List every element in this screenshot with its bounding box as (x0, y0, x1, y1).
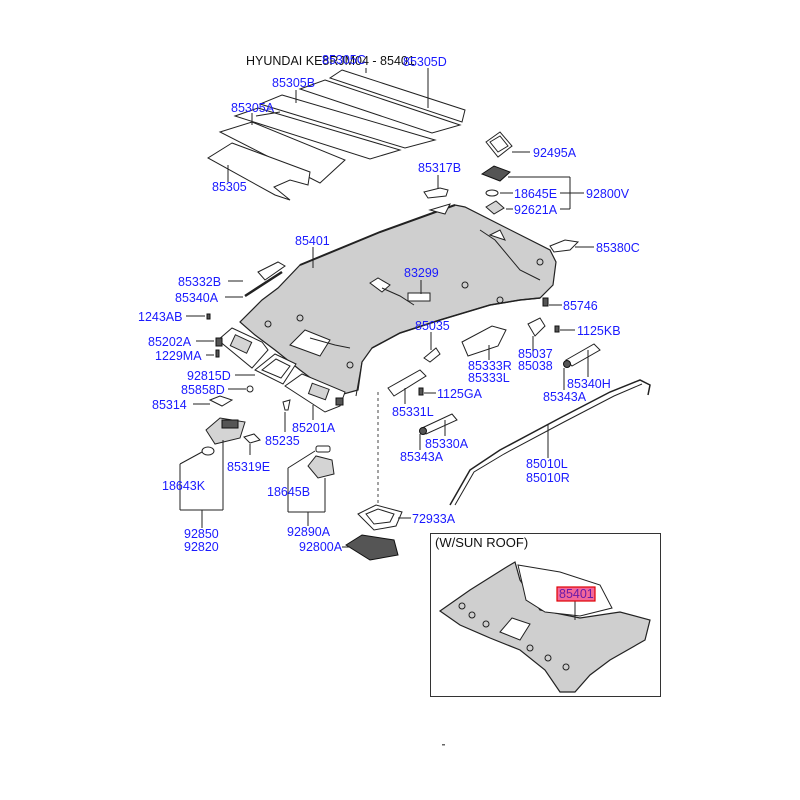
bezel-72933a[interactable] (357, 504, 403, 531)
bulb-18645e[interactable] (485, 189, 499, 197)
curtain-airbag-85010[interactable] (449, 379, 651, 506)
assist-handle-85340h[interactable] (565, 343, 601, 367)
part-label-85331l[interactable]: 85331L (392, 405, 434, 419)
overhead-console-92800a[interactable] (345, 534, 399, 561)
trim-85380c[interactable] (549, 239, 580, 253)
cover-85314[interactable] (208, 395, 234, 407)
part-label-85037[interactable]: 85037 (518, 347, 553, 361)
headliner-front-lamp-opening (289, 329, 331, 357)
part-label-83299[interactable]: 83299 (404, 266, 439, 280)
part-label-92820[interactable]: 92820 (184, 540, 219, 554)
roof-pad-85305c[interactable] (298, 79, 462, 134)
cap-85343a-mid[interactable] (419, 427, 427, 435)
diagram-title: HYUNDAI KE8RJM04 - 85401 (246, 54, 415, 68)
hook-85235[interactable] (282, 399, 291, 411)
stray-mark (442, 744, 445, 746)
sunroof-lamp-opening (499, 617, 531, 641)
bracket-85035[interactable] (423, 347, 441, 363)
part-label-85343a-right[interactable]: 85343A (543, 390, 587, 404)
part-label-85319e[interactable]: 85319E (227, 460, 270, 474)
part-label-85380c[interactable]: 85380C (596, 241, 640, 255)
part-label-85333r[interactable]: 85333R (468, 359, 512, 373)
part-label-85343a-mid[interactable]: 85343A (400, 450, 444, 464)
part-label-85746[interactable]: 85746 (563, 299, 598, 313)
part-label-85401[interactable]: 85401 (295, 234, 330, 248)
bolt-1125ga[interactable] (418, 387, 424, 396)
part-label-85330a[interactable]: 85330A (425, 437, 469, 451)
part-label-18643k[interactable]: 18643K (162, 479, 206, 493)
roof-pads (207, 69, 466, 201)
part-label-85332b[interactable]: 85332B (178, 275, 221, 289)
roof-pad-85305d[interactable] (328, 69, 466, 123)
headliner-lamp-opening (369, 277, 391, 293)
roof-pad-85305a-upper[interactable] (233, 107, 402, 160)
part-label-85038[interactable]: 85038 (518, 359, 553, 373)
bulb-18643k[interactable] (201, 446, 215, 456)
part-label-1229ma[interactable]: 1229MA (155, 349, 202, 363)
part-label-85202a[interactable]: 85202A (148, 335, 192, 349)
part-label-85401-inset[interactable]: 85401 (559, 587, 594, 601)
part-label-85305b[interactable]: 85305B (272, 76, 315, 90)
part-label-72933a[interactable]: 72933A (412, 512, 456, 526)
part-label-85305[interactable]: 85305 (212, 180, 247, 194)
part-label-85035[interactable]: 85035 (415, 319, 450, 333)
part-label-92621a[interactable]: 92621A (514, 203, 558, 217)
part-label-85314[interactable]: 85314 (152, 398, 187, 412)
lens-92621a[interactable] (485, 200, 505, 215)
bracket-85331l[interactable] (387, 369, 427, 397)
part-label-92815d[interactable]: 92815D (187, 369, 231, 383)
vanity-lamp-92815d[interactable] (254, 353, 297, 385)
part-label-1125ga[interactable]: 1125GA (437, 387, 483, 401)
inset-title: (W/SUN ROOF) (435, 535, 528, 550)
bulb-18645b[interactable] (315, 445, 331, 453)
screw-1229ma[interactable] (215, 349, 220, 358)
clip-85332b[interactable] (257, 261, 286, 281)
part-label-92800a[interactable]: 92800A (299, 540, 343, 554)
bracket-85317b[interactable] (423, 187, 449, 199)
part-label-85305a[interactable]: 85305A (231, 101, 275, 115)
lamp-92800v[interactable] (480, 165, 511, 182)
cap-85343a-right[interactable] (563, 360, 571, 368)
roof-pad-85305b[interactable] (258, 94, 437, 149)
part-label-18645e[interactable]: 18645E (514, 187, 557, 201)
clip-85858d[interactable] (246, 385, 254, 393)
part-label-1125kb[interactable]: 1125KB (577, 324, 621, 338)
part-label-85333l[interactable]: 85333L (468, 371, 510, 385)
part-label-85201a[interactable]: 85201A (292, 421, 336, 435)
sunroof-headliner-85401[interactable] (438, 561, 651, 693)
screw-1243ab[interactable] (206, 313, 211, 320)
part-label-85235[interactable]: 85235 (265, 434, 300, 448)
roof-pad-85305a[interactable] (218, 121, 346, 184)
sunroof-inset: (W/SUN ROOF) 85401 (430, 533, 661, 697)
part-label-92800v[interactable]: 92800V (586, 187, 630, 201)
bracket-85037[interactable] (527, 317, 546, 337)
part-label-85340a[interactable]: 85340A (175, 291, 219, 305)
highlighted-label-box[interactable] (556, 586, 596, 602)
part-label-92850[interactable]: 92850 (184, 527, 219, 541)
lens-85319e[interactable] (243, 433, 261, 444)
part-label-85317b[interactable]: 85317B (418, 161, 461, 175)
part-label-92890a[interactable]: 92890A (287, 525, 331, 539)
bolt-1125kb[interactable] (554, 325, 560, 333)
part-label-85010r[interactable]: 85010R (526, 471, 570, 485)
room-lamp-92890a[interactable] (307, 455, 335, 479)
part-label-85858d[interactable]: 85858D (181, 383, 225, 397)
part-label-1243ab[interactable]: 1243AB (138, 310, 182, 324)
clip-85746[interactable] (542, 297, 549, 307)
part-label-85305c[interactable]: 85305C (322, 53, 366, 67)
label-83299-plate (407, 292, 431, 302)
roof-pad-85305[interactable] (207, 142, 311, 201)
part-label-85340h[interactable]: 85340H (567, 377, 611, 391)
part-label-85010l[interactable]: 85010L (526, 457, 568, 471)
part-label-92495a[interactable]: 92495A (533, 146, 577, 160)
bracket-85333[interactable] (461, 325, 507, 357)
part-label-85305d[interactable]: 85305D (403, 55, 447, 69)
part-label-18645b[interactable]: 18645B (267, 485, 310, 499)
